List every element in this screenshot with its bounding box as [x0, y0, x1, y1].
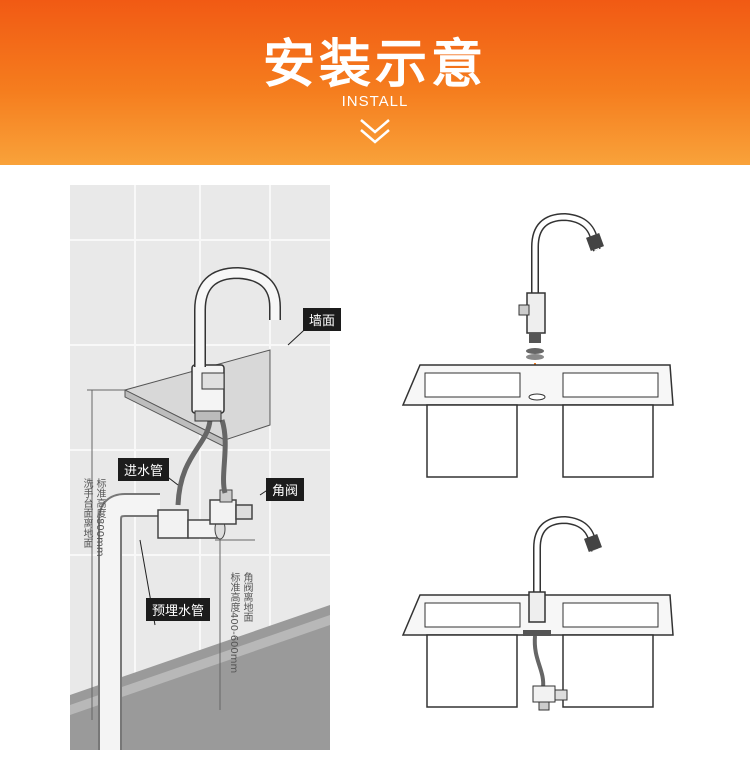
double-chevron-down-icon: [360, 119, 390, 144]
sink-install-step-1: [401, 212, 674, 478]
basin-height-note-2: 标准高度800mm: [94, 478, 105, 557]
sink-install-step-2: [401, 515, 674, 711]
basin-height-note-1: 洗手台面离地面: [81, 478, 92, 548]
embedded-pipe-label: 预埋水管: [146, 598, 211, 621]
valve-height-note-2: 标准高度400-600mm: [228, 572, 239, 674]
inlet-pipe-label: 进水管: [118, 458, 170, 481]
valve-height-note-1: 角阀离地面: [241, 572, 252, 622]
page-title: 安装示意: [262, 35, 487, 95]
angle-valve-label: 角阀: [266, 478, 305, 501]
wall-installation-illustration: [70, 185, 330, 750]
page-subtitle: INSTALL: [341, 93, 409, 110]
header-banner: 安装示意 INSTALL: [0, 0, 750, 165]
wall-label: 墙面: [303, 308, 342, 331]
